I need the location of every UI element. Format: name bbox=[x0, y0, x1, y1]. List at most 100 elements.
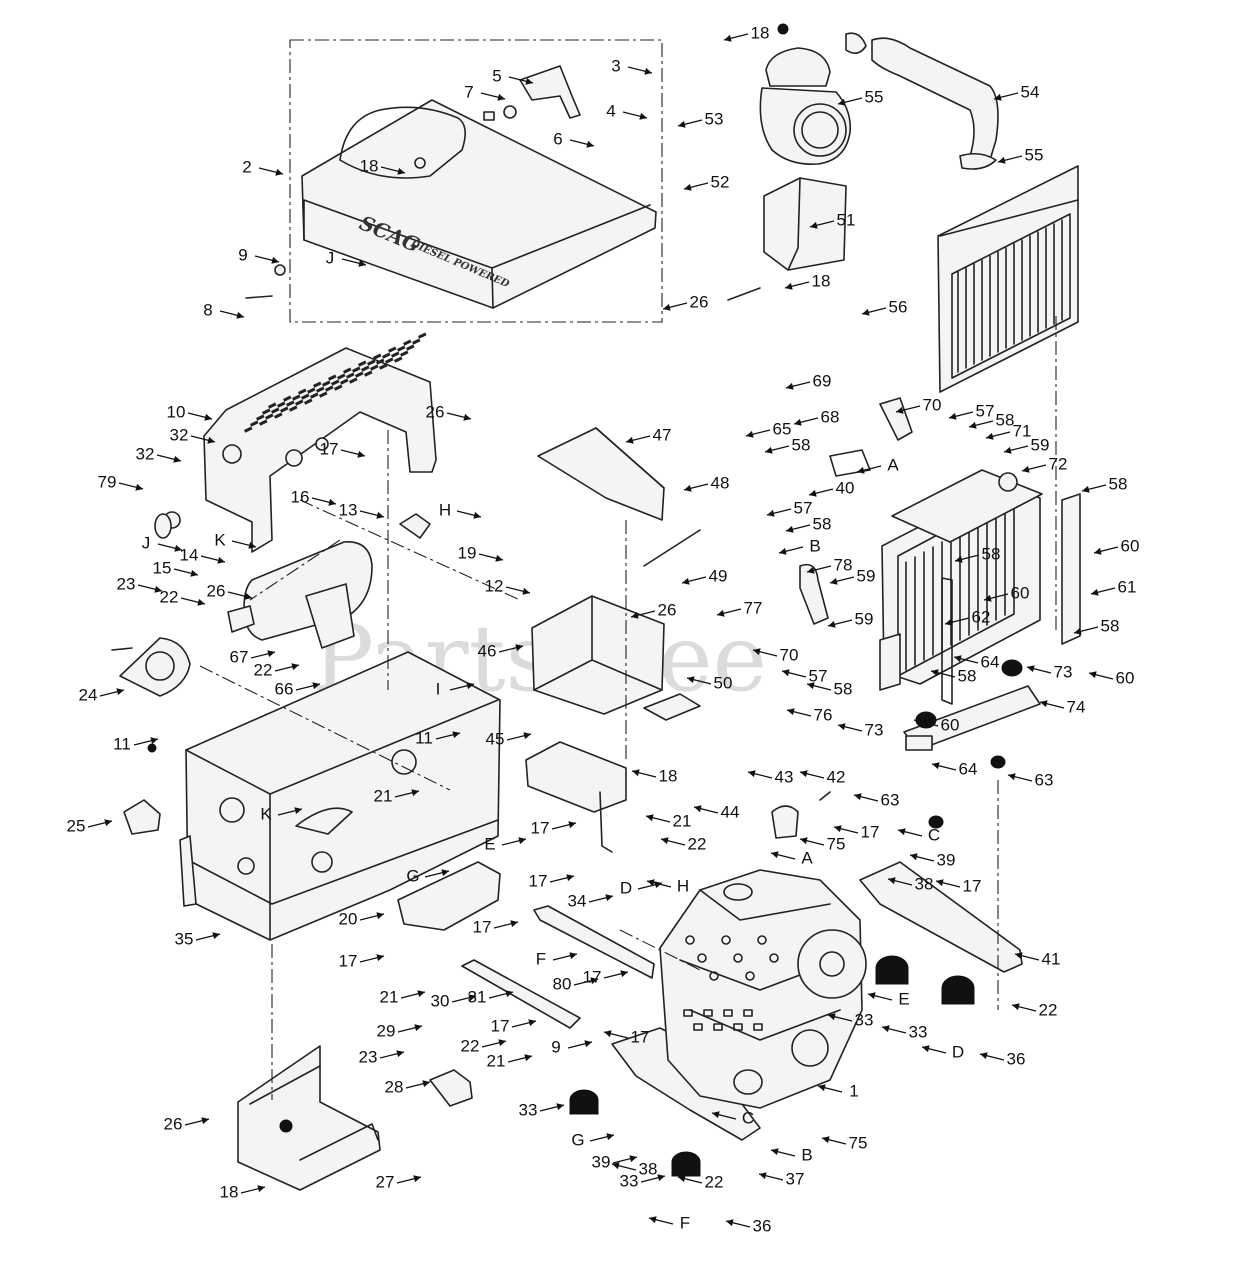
rubber-mounts bbox=[569, 955, 975, 1177]
callout-label: 22 bbox=[705, 1172, 724, 1191]
callout-label: J bbox=[142, 533, 151, 552]
callout-label: 17 bbox=[320, 439, 339, 458]
callout-28: 28 bbox=[385, 1077, 431, 1096]
callout-label: 30 bbox=[431, 991, 450, 1010]
callout-57: 57 bbox=[766, 498, 812, 517]
callout-label: 65 bbox=[773, 419, 792, 438]
callout-label: 11 bbox=[113, 734, 131, 753]
callout-label: 16 bbox=[291, 487, 310, 506]
air-cleaner-cap bbox=[765, 47, 831, 87]
callout-59: 59 bbox=[1003, 435, 1049, 454]
callout-label: 74 bbox=[1067, 697, 1086, 716]
callout-arrowhead bbox=[275, 168, 283, 176]
callout-label: D bbox=[620, 878, 632, 897]
callout-71: 71 bbox=[985, 421, 1031, 440]
callout-arrowhead bbox=[244, 592, 252, 600]
callout-label: 64 bbox=[959, 759, 978, 778]
callout-arrowhead bbox=[724, 34, 732, 42]
callout-label: 20 bbox=[339, 909, 358, 928]
callout-arrowhead bbox=[687, 676, 695, 684]
callout-75: 75 bbox=[799, 834, 845, 853]
callout-label: 54 bbox=[1021, 82, 1040, 101]
callout-55: 55 bbox=[837, 87, 883, 106]
callout-arrowhead bbox=[197, 598, 205, 606]
callout-6: 6 bbox=[553, 129, 595, 148]
callout-arrowhead bbox=[497, 93, 505, 101]
battery-cover bbox=[537, 427, 665, 521]
callout-arrowhead bbox=[828, 1013, 836, 1021]
callout-arrowhead bbox=[684, 183, 692, 191]
callout-26: 26 bbox=[426, 402, 472, 421]
callout-label: 60 bbox=[941, 715, 960, 734]
callout-label: 28 bbox=[385, 1077, 404, 1096]
air-cleaner-bracket bbox=[763, 177, 847, 271]
callout-15: 15 bbox=[153, 558, 199, 577]
callout-arrowhead bbox=[682, 577, 690, 585]
callout-arrowhead bbox=[657, 1174, 665, 1182]
callout-label: 77 bbox=[744, 598, 763, 617]
callout-I: I bbox=[436, 679, 475, 698]
callout-52: 52 bbox=[683, 172, 730, 191]
callout-label: 51 bbox=[837, 210, 856, 229]
exhaust-flange bbox=[119, 637, 191, 697]
callout-label: 58 bbox=[1101, 616, 1120, 635]
callout-21: 21 bbox=[380, 987, 426, 1006]
engine-frame bbox=[123, 651, 501, 941]
callout-56: 56 bbox=[861, 297, 907, 316]
callout-label: K bbox=[260, 804, 272, 823]
callout-A: A bbox=[856, 455, 899, 474]
callout-F: F bbox=[648, 1213, 690, 1232]
callout-9: 9 bbox=[238, 245, 280, 264]
callout-arrowhead bbox=[661, 837, 669, 845]
callout-label: 26 bbox=[690, 292, 709, 311]
engine-oil-filter bbox=[733, 1069, 763, 1095]
muffler-assembly bbox=[111, 332, 437, 697]
callout-73: 73 bbox=[837, 720, 883, 739]
callout-17: 17 bbox=[473, 917, 519, 936]
callout-arrowhead bbox=[678, 120, 686, 128]
callout-label: 52 bbox=[711, 172, 730, 191]
callout-70: 70 bbox=[752, 645, 798, 664]
callout-58: 58 bbox=[764, 435, 810, 454]
callout-arrowhead bbox=[528, 1019, 536, 1027]
callout-18: 18 bbox=[784, 271, 830, 290]
radiator-assembly bbox=[799, 397, 1081, 829]
callout-label: 73 bbox=[1054, 662, 1073, 681]
callout-label: 21 bbox=[487, 1051, 506, 1070]
callout-54: 54 bbox=[993, 82, 1040, 101]
engine-fan-pulley bbox=[797, 929, 867, 999]
shield-washer bbox=[285, 449, 303, 467]
callout-label: 60 bbox=[1011, 583, 1030, 602]
callout-17: 17 bbox=[935, 876, 981, 895]
callout-77: 77 bbox=[716, 598, 763, 617]
callout-label: 15 bbox=[153, 558, 172, 577]
callout-arrowhead bbox=[786, 525, 794, 533]
callout-arrowhead bbox=[291, 663, 299, 671]
callout-arrowhead bbox=[396, 1050, 404, 1058]
diesel-engine bbox=[659, 791, 867, 1109]
hood-group-boundary bbox=[289, 39, 663, 323]
callout-label: 35 bbox=[175, 929, 194, 948]
callout-42: 42 bbox=[799, 767, 845, 786]
callout-80: 80 bbox=[553, 974, 599, 993]
callout-20: 20 bbox=[339, 909, 385, 928]
mount-plate-34 bbox=[533, 905, 655, 979]
mount-bracket-20 bbox=[397, 861, 501, 931]
callout-label: 22 bbox=[254, 660, 273, 679]
callout-75: 75 bbox=[821, 1133, 867, 1152]
callout-2: 2 bbox=[242, 157, 284, 176]
callout-label: C bbox=[928, 825, 940, 844]
battery-pad bbox=[643, 693, 701, 721]
hood-nut bbox=[414, 157, 426, 169]
callout-label: 58 bbox=[982, 544, 1001, 563]
callout-label: 17 bbox=[631, 1027, 650, 1046]
overflow-bracket-68 bbox=[829, 449, 871, 477]
callout-arrowhead bbox=[466, 682, 474, 690]
callout-50: 50 bbox=[686, 673, 732, 692]
callout-arrowhead bbox=[566, 874, 574, 882]
callout-arrowhead bbox=[810, 221, 818, 229]
callout-label: 12 bbox=[485, 576, 504, 595]
callout-17: 17 bbox=[583, 967, 629, 986]
callout-label: 17 bbox=[861, 822, 880, 841]
callout-G: G bbox=[406, 866, 450, 885]
